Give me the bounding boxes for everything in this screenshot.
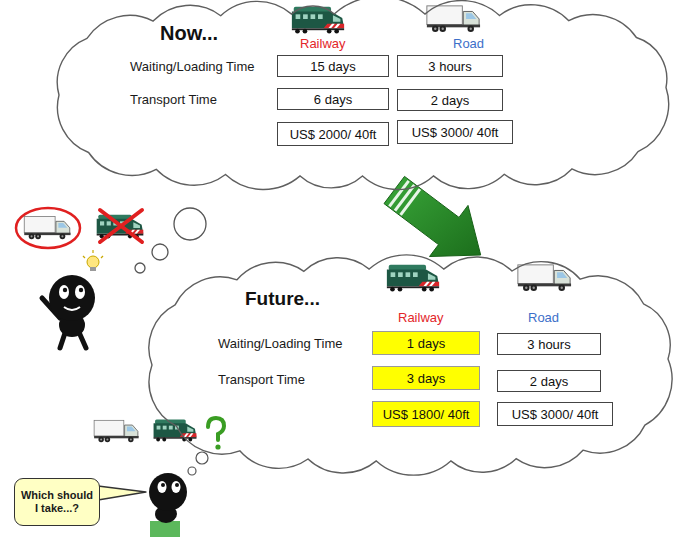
thinking-figure	[42, 250, 103, 348]
train-icon	[292, 7, 344, 34]
wondering-figure	[149, 473, 187, 537]
value-box: US$ 2000/ 40ft	[277, 122, 389, 146]
truck-icon	[94, 420, 139, 442]
figure-eye	[172, 481, 181, 493]
row-label: Waiting/Loading Time	[218, 336, 343, 351]
value-box: US$ 3000/ 40ft	[497, 402, 613, 426]
figure-head	[49, 275, 95, 321]
speech-box: Which should I take...?	[14, 478, 100, 526]
thought-bubble	[152, 244, 168, 260]
cloud-title: Future...	[245, 288, 320, 310]
truck-icon	[518, 265, 571, 291]
question-dot	[215, 444, 220, 449]
figure-mouth	[64, 307, 80, 310]
value-text: 15 days	[310, 59, 356, 74]
arrow-stripe	[389, 181, 408, 207]
thought-bubble	[135, 263, 145, 273]
thought-bubble	[196, 452, 208, 464]
value-box: 3 hours	[497, 333, 601, 355]
value-box: US$ 3000/ 40ft	[397, 120, 513, 144]
row-label: Waiting/Loading Time	[130, 59, 255, 74]
thought-bubble	[174, 208, 206, 240]
figure-eye	[59, 285, 69, 299]
mode-label: Road	[453, 36, 484, 51]
cloud-outline	[138, 255, 682, 475]
figure-eye	[75, 285, 85, 299]
value-box: 2 days	[397, 89, 503, 111]
value-box: 2 days	[497, 370, 601, 392]
mode-label: Road	[528, 310, 559, 325]
figure-pupil	[63, 288, 67, 292]
value-box: 3 hours	[397, 55, 503, 77]
figure-eye	[158, 481, 167, 493]
figure-pupil	[161, 483, 165, 487]
thought-bubble	[188, 467, 196, 475]
highlight-value-box: 3 days	[372, 366, 480, 390]
value-text: 3 hours	[428, 59, 471, 74]
mode-label: Railway	[398, 310, 444, 325]
value-text: US$ 3000/ 40ft	[512, 407, 599, 422]
speech-text: Which should I take...?	[19, 489, 95, 515]
value-text: 3 days	[407, 371, 445, 386]
value-text: 2 days	[431, 93, 469, 108]
truck-icon	[24, 216, 70, 239]
idea-ray	[83, 256, 85, 258]
figure-pupil	[79, 288, 83, 292]
value-text: 6 days	[314, 92, 352, 107]
idea-bulb	[87, 256, 99, 268]
value-text: 2 days	[530, 374, 568, 389]
idea-bulb-base	[90, 267, 96, 271]
cloud-title: Now...	[160, 22, 218, 45]
mode-label: Railway	[300, 36, 346, 51]
value-text: US$ 3000/ 40ft	[412, 125, 499, 140]
highlight-value-box: US$ 1800/ 40ft	[372, 401, 480, 427]
truck-icon	[427, 6, 480, 32]
value-text: 3 hours	[527, 337, 570, 352]
value-box: 15 days	[277, 55, 389, 77]
idea-ray	[101, 256, 103, 258]
figure-head	[149, 473, 187, 511]
cloud-outline-path	[149, 255, 672, 475]
reject-cross	[100, 210, 142, 242]
idea-ray	[92, 250, 93, 253]
question-mark	[208, 418, 224, 440]
value-text: US$ 1800/ 40ft	[383, 407, 470, 422]
choice-circle	[16, 208, 80, 248]
cloud-outline-path	[57, 0, 668, 189]
reject-cross	[100, 210, 142, 242]
seat-block	[150, 521, 180, 537]
value-text: 1 days	[407, 336, 445, 351]
value-text: US$ 2000/ 40ft	[290, 127, 377, 142]
row-label: Transport Time	[218, 372, 305, 387]
arrow-stripe	[401, 189, 420, 215]
speech-tail	[98, 486, 146, 500]
train-icon	[154, 420, 197, 442]
value-box: 6 days	[277, 88, 389, 110]
figure-pupil	[175, 483, 179, 487]
cloud-shape: Future... 1 days 3 hours 3 days 2 daysUS$ 18…	[138, 255, 682, 475]
train-icon	[387, 265, 439, 292]
row-label: Transport Time	[130, 92, 217, 107]
highlight-value-box: 1 days	[372, 331, 480, 355]
